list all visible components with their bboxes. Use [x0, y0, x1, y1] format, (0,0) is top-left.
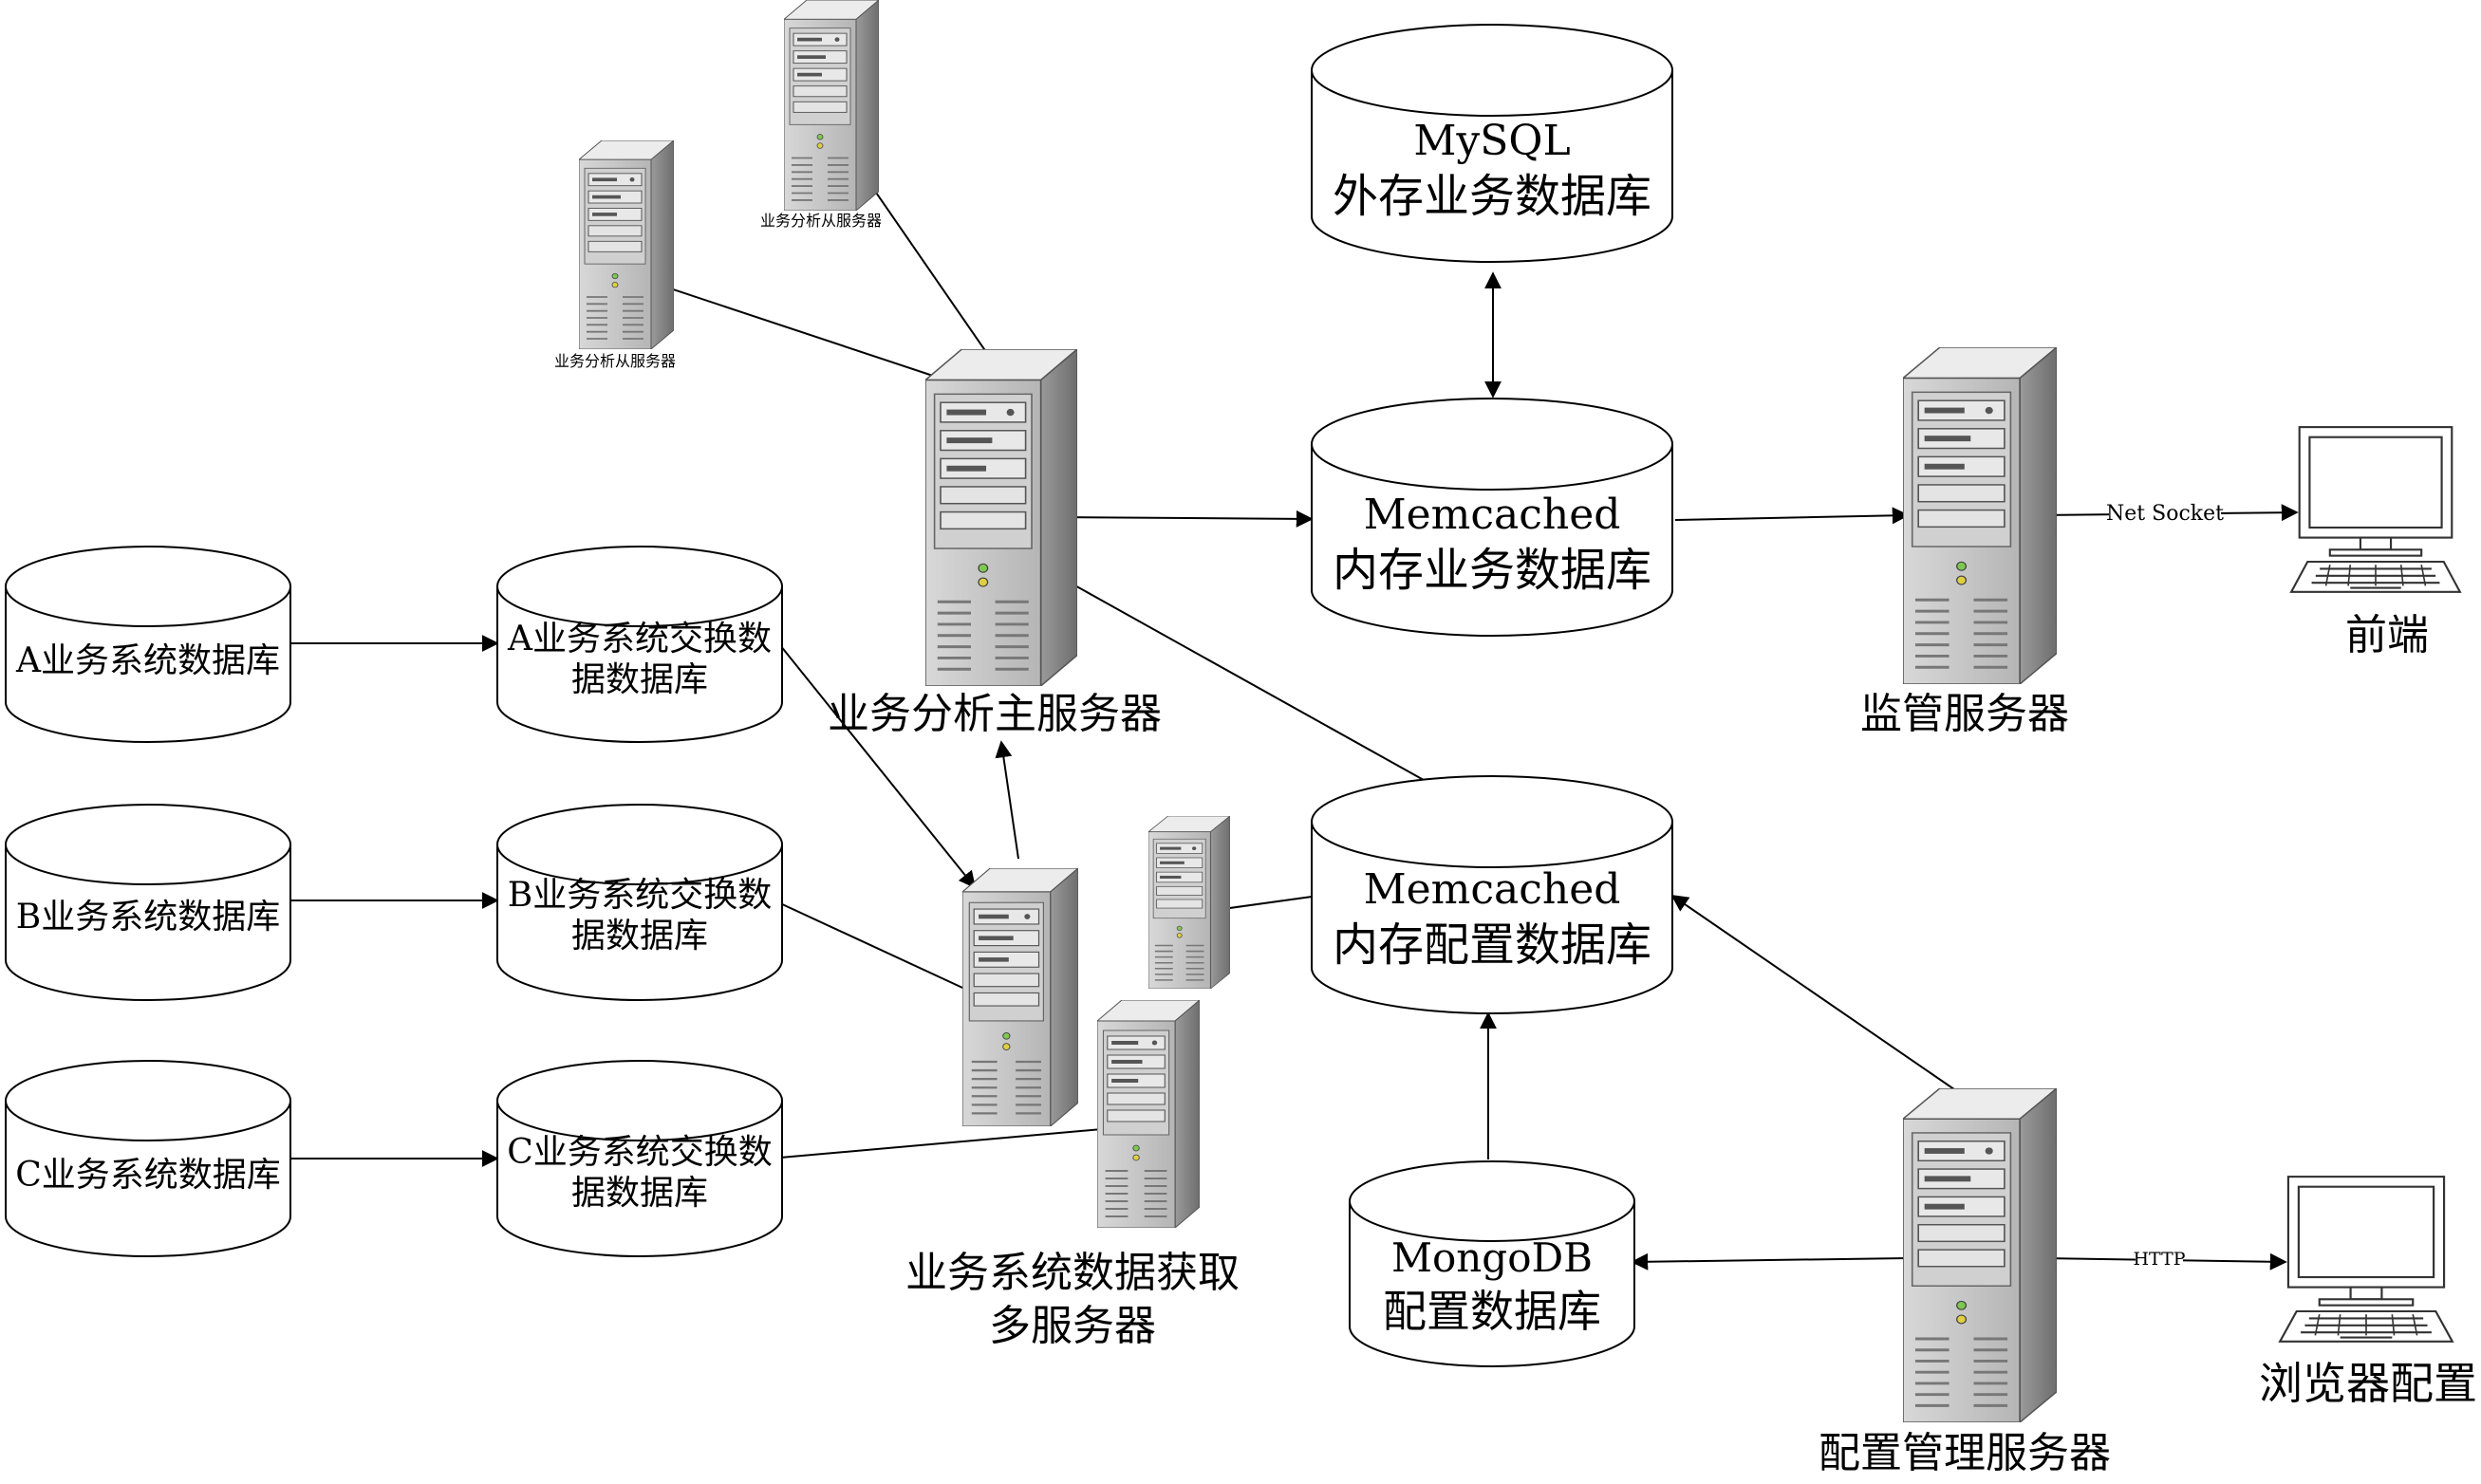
exchange-db-b-line2: 据数据库	[571, 917, 708, 955]
config-server-label: 配置管理服务器	[1819, 1429, 2111, 1477]
server-tower-icon	[784, 0, 879, 211]
frontend-client: 前端	[2290, 426, 2461, 659]
edge-xchg-c-fetch	[779, 1119, 1136, 1159]
memcached-config-name: Memcached	[1364, 865, 1621, 914]
fetch-server-label-line1: 业务系统数据获取	[905, 1249, 1240, 1297]
exchange-db-b: B业务系统交换数 据数据库	[496, 804, 783, 1001]
monitor-server: 监管服务器	[1860, 347, 2069, 738]
mongodb-database: MongoDB 配置数据库	[1349, 1160, 1635, 1367]
slave-server-1: 业务分析从服务器	[554, 140, 676, 370]
exchange-db-c-line1: C业务系统交换数	[507, 1133, 773, 1172]
server-tower-icon	[1097, 1000, 1200, 1228]
net-socket-label-bg	[2109, 501, 2221, 526]
db-b: B业务系统数据库	[5, 804, 291, 1001]
fetch-server-group: 业务系统数据获取 多服务器	[905, 816, 1240, 1350]
mysql-database: MySQL 外存业务数据库	[1311, 24, 1673, 263]
server-tower-icon	[962, 868, 1078, 1126]
db-c-label: C业务系统数据库	[15, 1156, 281, 1195]
edge-main-memcached-biz	[1054, 509, 1314, 528]
server-tower-icon	[1148, 816, 1230, 989]
browser-client: 浏览器配置	[2259, 1176, 2477, 1409]
mongodb-desc: 配置数据库	[1383, 1286, 1601, 1337]
fetch-server-label-line2: 多服务器	[989, 1302, 1156, 1350]
db-b-label: B业务系统数据库	[16, 898, 280, 937]
edge-memcached-biz-monitor	[1674, 507, 1910, 525]
memcached-config-database: Memcached 内存配置数据库	[1311, 775, 1673, 1014]
slave-server-2-label: 业务分析从服务器	[760, 212, 882, 230]
exchange-db-a: A业务系统交换数 据数据库	[496, 546, 783, 743]
exchange-db-b-line1: B业务系统交换数	[508, 876, 772, 915]
monitor-server-label: 监管服务器	[1860, 690, 2069, 738]
main-server-label: 业务分析主服务器	[828, 690, 1162, 738]
memcached-business-database: Memcached 内存业务数据库	[1311, 398, 1673, 637]
db-c: C业务系统数据库	[5, 1060, 291, 1257]
exchange-db-a-line1: A业务系统交换数	[507, 620, 772, 659]
config-server: 配置管理服务器	[1819, 1088, 2111, 1477]
computer-icon	[2279, 1176, 2453, 1343]
server-tower-icon	[579, 140, 674, 349]
db-a: A业务系统数据库	[5, 546, 291, 743]
exchange-db-a-line2: 据数据库	[571, 660, 708, 699]
edge-fetch-main	[995, 740, 1019, 860]
mongodb-name: MongoDB	[1391, 1234, 1593, 1281]
server-tower-icon	[1903, 347, 2057, 684]
connectors	[290, 108, 2299, 1271]
edge-config-memcached-cfg	[1670, 894, 1983, 1109]
memcached-business-desc: 内存业务数据库	[1333, 544, 1651, 597]
server-tower-icon	[925, 349, 1077, 686]
server-tower-icon	[1903, 1088, 2057, 1422]
mysql-database-desc: 外存业务数据库	[1333, 170, 1651, 223]
mysql-database-name: MySQL	[1413, 117, 1570, 165]
net-socket-label: Net Socket	[2106, 502, 2224, 526]
slave-server-1-label: 业务分析从服务器	[554, 352, 676, 370]
http-label-bg	[2136, 1247, 2183, 1270]
memcached-business-name: Memcached	[1364, 491, 1621, 539]
db-a-label: A业务系统数据库	[15, 641, 280, 680]
browser-label: 浏览器配置	[2259, 1358, 2477, 1409]
frontend-label: 前端	[2345, 611, 2429, 659]
computer-icon	[2290, 426, 2461, 593]
main-server: 业务分析主服务器	[828, 349, 1162, 738]
memcached-config-desc: 内存配置数据库	[1333, 918, 1651, 972]
http-label: HTTP	[2133, 1249, 2185, 1270]
exchange-db-c-line2: 据数据库	[571, 1174, 708, 1213]
exchange-db-c: C业务系统交换数 据数据库	[496, 1060, 783, 1257]
edge-xchg-a-fetch	[779, 644, 977, 889]
edge-config-mongodb	[1631, 1252, 1909, 1271]
slave-server-2: 业务分析从服务器	[760, 0, 882, 230]
